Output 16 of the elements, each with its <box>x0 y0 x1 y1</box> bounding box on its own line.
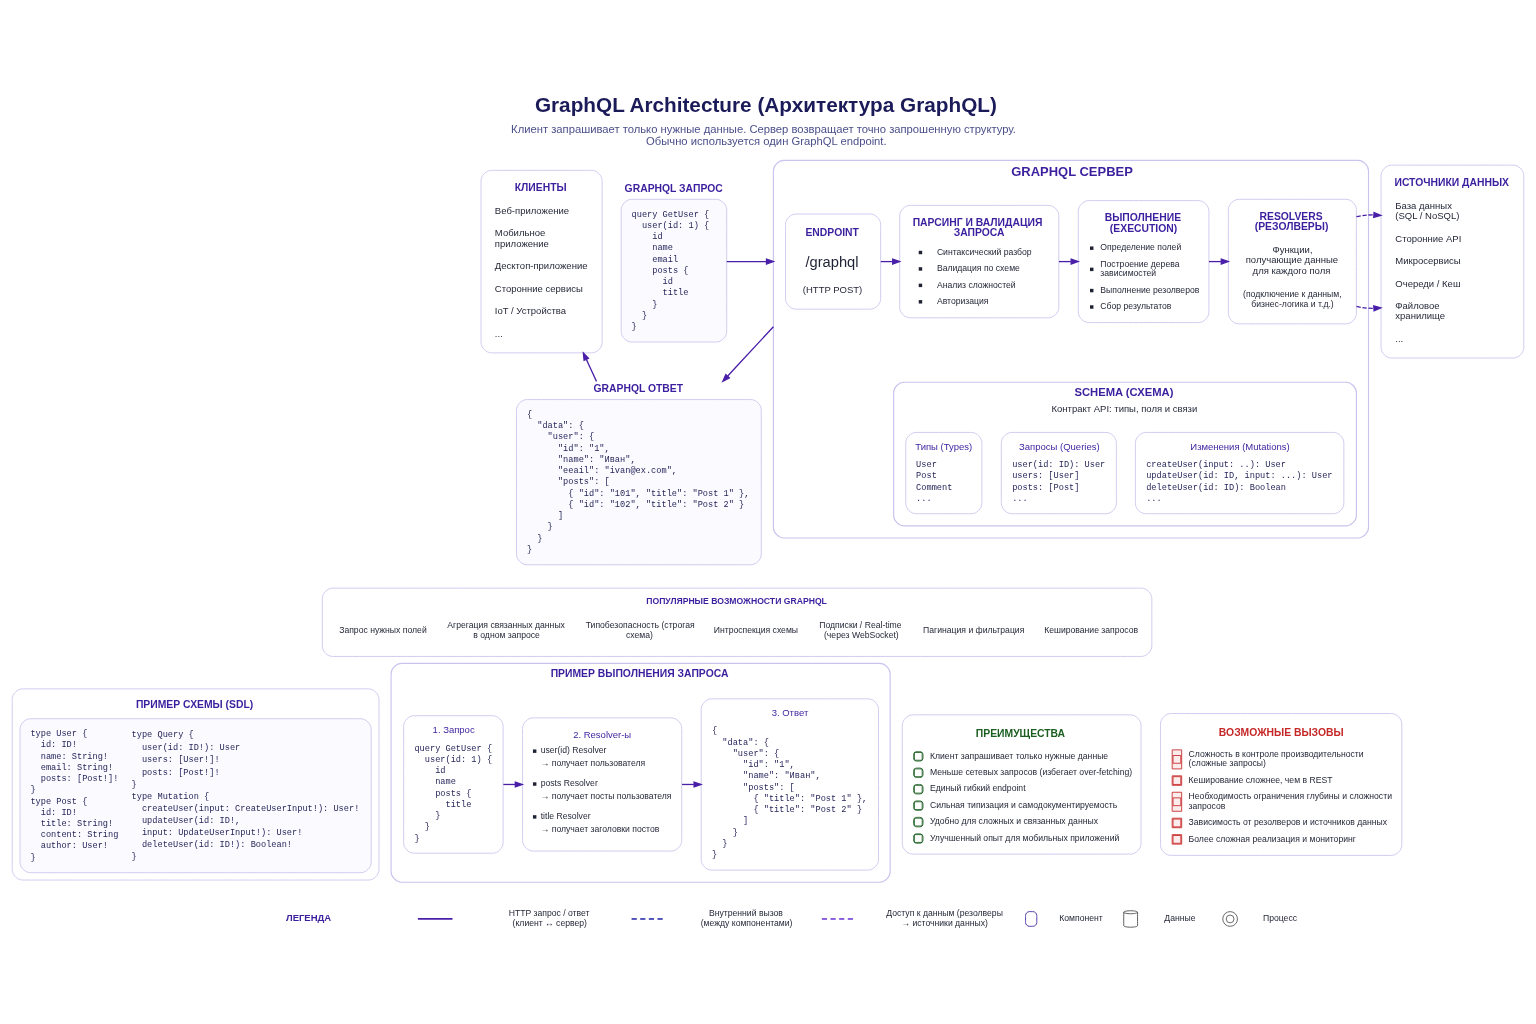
arrow <box>1355 305 1383 312</box>
label: ЛЕГЕНДА <box>285 911 332 923</box>
legend-label: HTTP запрос / ответ (клиент ↔ сервер) <box>508 908 590 928</box>
arrow <box>582 351 598 382</box>
node-label: GRAPHQL ЗАПРОС <box>624 183 723 195</box>
legend-label: Данные <box>1164 913 1196 924</box>
arrow <box>721 326 775 383</box>
legend-label: Внутренний вызов (между компонентами) <box>700 908 793 928</box>
legend-label: Доступ к данным (резолверы → источники данных) <box>886 908 1003 928</box>
arrow <box>726 258 776 265</box>
diagram-title: GraphQL Architecture (Архитектура GraphQL) <box>534 93 997 117</box>
legend-label: Процесс <box>1262 913 1298 924</box>
arrow <box>1355 211 1383 219</box>
legend-label: Компонент <box>1059 913 1103 924</box>
node-label: GRAPHQL ОТВЕТ <box>593 383 684 395</box>
caption: Клиент запрашивает только нужные данные. Сервер возвращает точно запрошенную структуру. Обычно используется один GraphQL endpoint. <box>511 123 1017 148</box>
